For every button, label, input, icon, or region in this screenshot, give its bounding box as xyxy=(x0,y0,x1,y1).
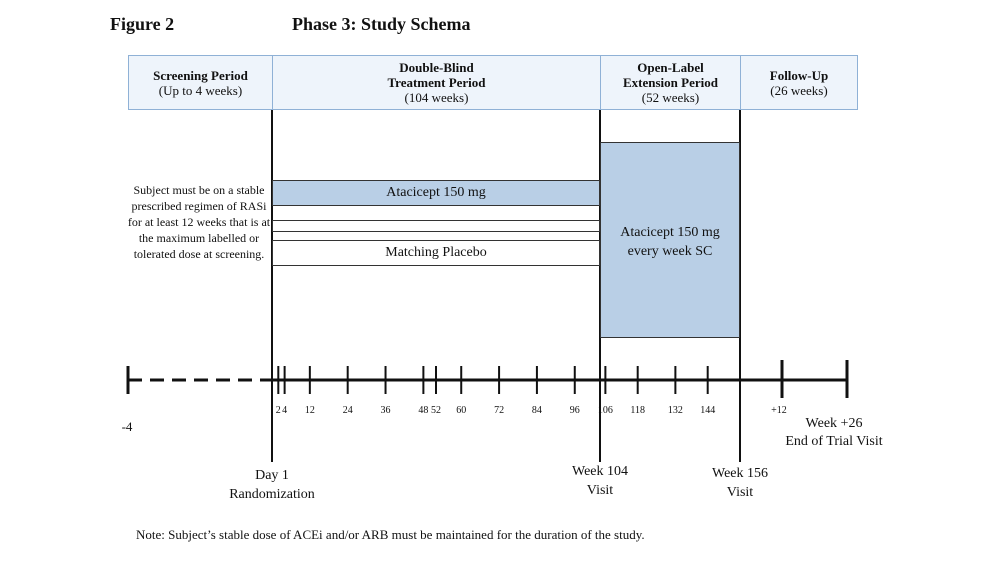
period-follow-up: Follow-Up (26 weeks) xyxy=(740,55,858,110)
arm-separator xyxy=(272,220,600,232)
period-title: Follow-Up xyxy=(769,67,829,83)
week-tick-label: 4 xyxy=(282,405,287,416)
period-title: Screening Period xyxy=(153,67,248,83)
period-title: Open-Label xyxy=(637,60,704,75)
end-label: Week +26 xyxy=(805,416,863,431)
ole-treatment-line2: every week SC xyxy=(627,244,713,259)
footnote: Note: Subject’s stable dose of ACEi and/… xyxy=(136,527,645,542)
week156-label: Week 156 Visit xyxy=(686,464,794,502)
timeline-start-label: -4 xyxy=(121,419,133,434)
week156-line2: Visit xyxy=(726,485,754,500)
week-tick-label: 84 xyxy=(532,405,542,416)
followup-tick-label: +12 xyxy=(771,405,787,416)
period-title-line2: Extension Period xyxy=(623,75,718,90)
week-tick-label: 106 xyxy=(598,405,613,416)
end-sublabel: End of Trial Visit xyxy=(785,434,883,449)
eligibility-note: Subject must be on a stable prescribed r… xyxy=(127,183,271,261)
week-tick-label: 12 xyxy=(305,405,315,416)
week-tick-label: 60 xyxy=(456,405,466,416)
figure-title: Phase 3: Study Schema xyxy=(292,14,471,34)
period-title: Double-Blind xyxy=(399,60,474,75)
period-duration: (104 weeks) xyxy=(404,90,469,105)
week104-line1: Week 104 xyxy=(571,464,629,479)
period-duration: (Up to 4 weeks) xyxy=(158,82,243,98)
ole-treatment-line1: Atacicept 150 mg xyxy=(620,225,720,240)
week-tick-label: 2 xyxy=(276,405,281,416)
week156-line xyxy=(739,110,741,462)
period-title-line2: Treatment Period xyxy=(387,75,486,90)
week-tick-label: 144 xyxy=(700,405,715,416)
week-tick-label: 132 xyxy=(668,405,683,416)
week104-label: Week 104 Visit xyxy=(546,462,654,500)
day1-line2: Randomization xyxy=(229,487,315,502)
period-duration: (26 weeks) xyxy=(770,82,828,98)
week-tick-label: 96 xyxy=(570,405,580,416)
arm-atacicept: Atacicept 150 mg xyxy=(272,180,600,206)
end-of-trial-label: Week +26 End of Trial Visit xyxy=(776,415,892,451)
week-tick-label: 36 xyxy=(381,405,391,416)
day1-line1: Day 1 xyxy=(255,468,289,483)
week104-line2: Visit xyxy=(586,483,614,498)
day1-line xyxy=(271,110,273,462)
day1-label: Day 1 Randomization xyxy=(212,466,332,504)
week-tick-label: 72 xyxy=(494,405,504,416)
week156-line1: Week 156 xyxy=(711,466,769,481)
arm-placebo: Matching Placebo xyxy=(272,240,600,266)
week-tick-label: 24 xyxy=(343,405,353,416)
period-open-label: Open-Label Extension Period (52 weeks) xyxy=(600,55,741,110)
week-tick-label: 52 xyxy=(431,405,441,416)
period-screening: Screening Period (Up to 4 weeks) xyxy=(128,55,273,110)
figure-label: Figure 2 xyxy=(110,14,175,34)
period-double-blind: Double-Blind Treatment Period (104 weeks… xyxy=(272,55,601,110)
ole-treatment-box: Atacicept 150 mg every week SC xyxy=(600,142,740,338)
week-tick-label: 48 xyxy=(418,405,428,416)
period-duration: (52 weeks) xyxy=(641,90,700,105)
week-tick-label: 118 xyxy=(630,405,645,416)
